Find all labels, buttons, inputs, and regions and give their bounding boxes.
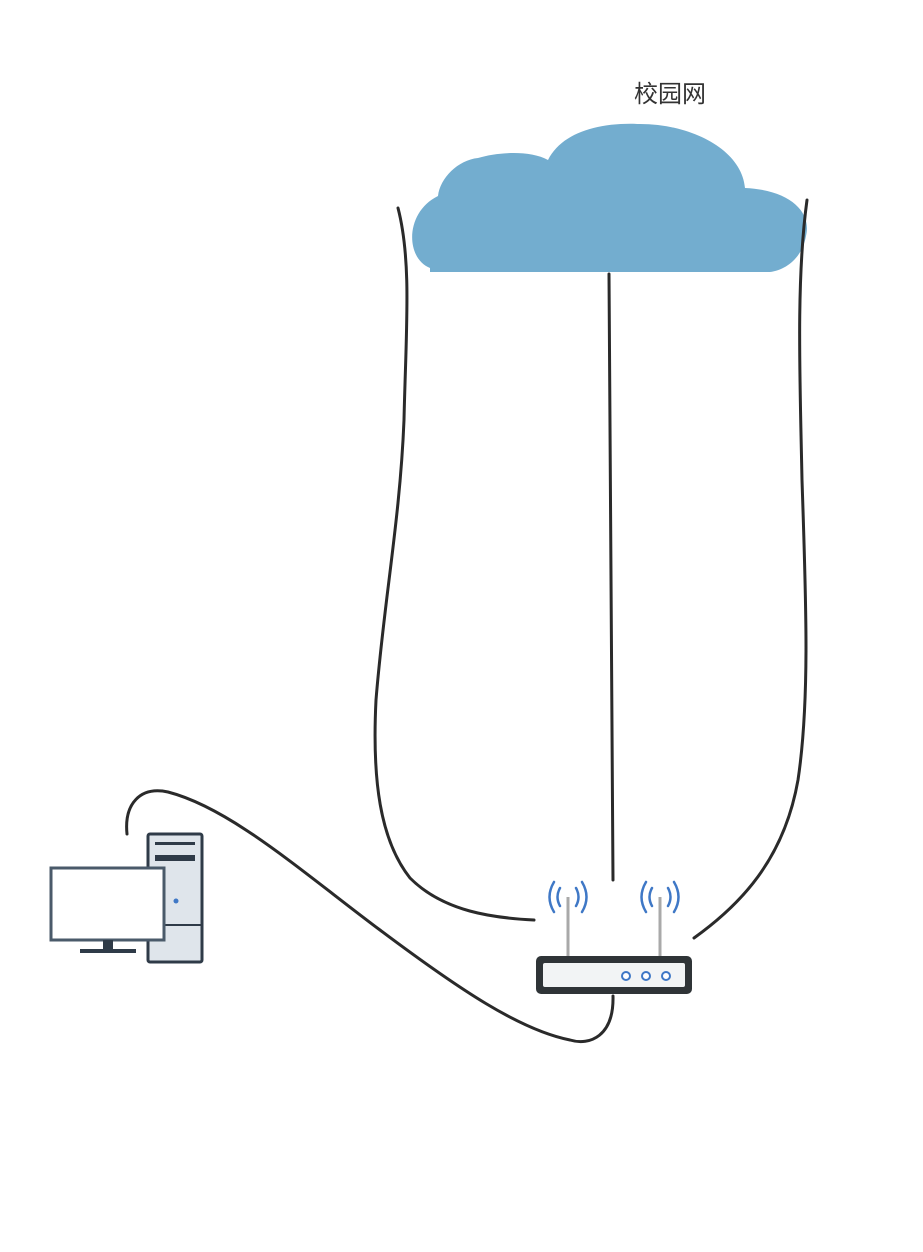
pc-monitor-base: [80, 949, 136, 953]
wifi-router-icon: [536, 880, 692, 994]
cables: [125, 198, 809, 1044]
cloud-shape: [412, 123, 807, 272]
wifi-signal-icon: [640, 880, 680, 914]
router-led: [661, 971, 671, 981]
cloud-label: 校园网: [634, 80, 706, 108]
pc-monitor: [49, 866, 166, 942]
router-face: [543, 963, 685, 987]
desktop-computer-icon: [49, 832, 204, 964]
cloud-icon: [412, 123, 807, 272]
wifi-signal-icon: [548, 880, 588, 914]
pc-power-led: [173, 898, 179, 904]
pc-tower-bay: [155, 855, 195, 861]
router-led: [621, 971, 631, 981]
cable-router-to-pc: [125, 789, 615, 1044]
pc-tower-bay: [155, 842, 195, 845]
cable-right: [692, 198, 809, 940]
pc-tower-base: [149, 924, 201, 926]
router-led: [641, 971, 651, 981]
cable-left: [373, 206, 536, 922]
cable-center: [607, 272, 615, 882]
pc-monitor-neck: [103, 940, 113, 950]
